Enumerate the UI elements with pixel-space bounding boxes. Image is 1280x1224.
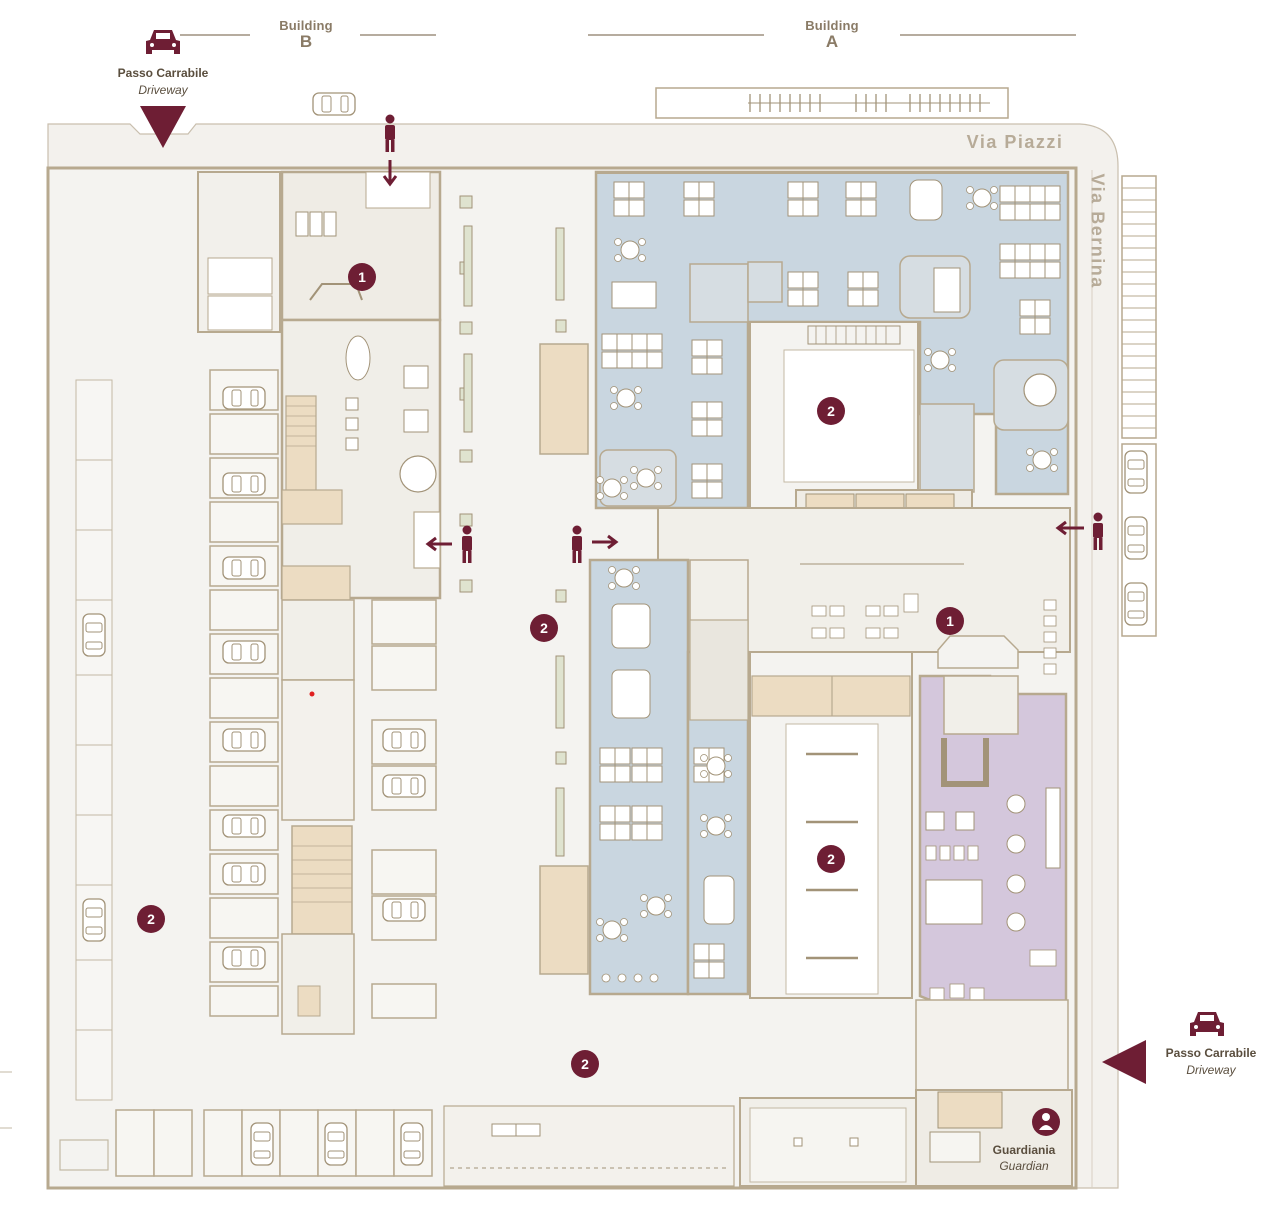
area-marker-reception-a[interactable]: 1 [936,607,964,635]
driveway-sublabel-east: Driveway [1186,1063,1236,1077]
area-marker-courtyard-south[interactable]: 2 [817,845,845,873]
street-via-bernina: Via Bernina [1087,173,1108,289]
driveway-label-north: Passo Carrabile [117,66,209,80]
area-marker-parking-central[interactable]: 2 [530,614,558,642]
building-b-letter: B [299,32,313,51]
driveway-label-east: Passo Carrabile [1165,1046,1257,1060]
building-a-letter: A [825,32,839,51]
street-via-piazzi: Via Piazzi [966,132,1064,152]
building-b-label: Building [279,18,333,33]
driveway-sublabel-north: Driveway [138,83,188,97]
building-a-label: Building [805,18,859,33]
guardian-sublabel: Guardian [999,1159,1049,1173]
area-marker-parking-south[interactable]: 2 [571,1050,599,1078]
area-marker-courtyard-north[interactable]: 2 [817,397,845,425]
area-marker-reception-b[interactable]: 1 [348,263,376,291]
area-marker-parking-west[interactable]: 2 [137,905,165,933]
guardian-label: Guardiania [992,1143,1056,1157]
